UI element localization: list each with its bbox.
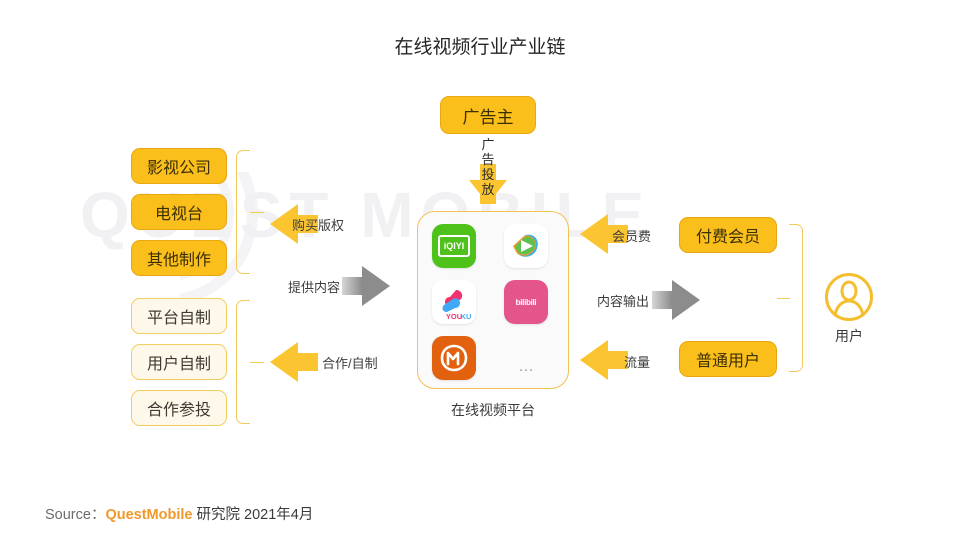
source-brand: QuestMobile xyxy=(105,507,193,523)
downstream-box-ordinary-user-label: 普通用户 xyxy=(695,353,760,370)
platform-caption: 在线视频平台 xyxy=(451,402,535,418)
upstream-box-user-self-made-label: 用户自制 xyxy=(146,356,211,373)
arrow-coop-self-made-label: 合作/自制 xyxy=(322,356,378,371)
bracket-downstream-group-stem xyxy=(777,298,790,299)
arrow-content-output-label: 内容输出 xyxy=(597,294,650,309)
user-caption: 用户 xyxy=(835,328,863,344)
arrow-provide-content-label: 提供内容 xyxy=(288,280,341,295)
bracket-self-made-group-stem xyxy=(250,362,264,363)
arrow-buy-copyright-label: 购买版权 xyxy=(292,218,345,233)
online-video-platform-panel: iQIYI YOU KU bilibili xyxy=(417,211,569,389)
bilibili-app-icon[interactable]: bilibili xyxy=(504,280,548,324)
bracket-licensed-group xyxy=(236,150,250,274)
upstream-box-coop-investment[interactable]: 合作参投 xyxy=(131,390,227,426)
more-apps-placeholder: … xyxy=(518,358,534,375)
arrow-content-output-icon xyxy=(652,280,700,320)
youku-app-icon[interactable]: YOU KU xyxy=(432,280,476,324)
user-avatar-icon xyxy=(824,272,874,322)
upstream-box-platform-self-made-label: 平台自制 xyxy=(146,310,211,327)
upstream-box-user-self-made[interactable]: 用户自制 xyxy=(131,344,227,380)
source-suffix: 研究院 2021年4月 xyxy=(192,507,314,523)
upstream-box-other-production[interactable]: 其他制作 xyxy=(131,240,227,276)
source-footer: Source：QuestMobile 研究院 2021年4月 xyxy=(45,503,313,524)
svg-text:KU: KU xyxy=(461,312,472,321)
advertiser-box[interactable]: 广告主 xyxy=(440,96,536,134)
platform-app-grid: iQIYI YOU KU bilibili xyxy=(432,224,556,380)
bracket-downstream-group xyxy=(789,224,803,372)
youku-glyph: YOU KU xyxy=(442,290,472,321)
upstream-box-film-company[interactable]: 影视公司 xyxy=(131,148,227,184)
downstream-box-ordinary-user[interactable]: 普通用户 xyxy=(679,341,777,377)
iqiyi-app-icon[interactable]: iQIYI xyxy=(432,224,476,268)
upstream-box-tv-station[interactable]: 电视台 xyxy=(131,194,227,230)
bracket-self-made-group xyxy=(236,300,250,424)
arrow-coop-self-made-icon xyxy=(270,342,318,382)
mango-tv-app-icon[interactable] xyxy=(432,336,476,380)
page-title: 在线视频行业产业链 xyxy=(394,37,566,58)
arrow-buy-copyright-icon xyxy=(270,204,318,244)
svg-text:YOU: YOU xyxy=(446,312,462,321)
upstream-box-tv-station-label: 电视台 xyxy=(154,206,203,223)
advertiser-box-label: 广告主 xyxy=(462,107,514,127)
upstream-box-platform-self-made[interactable]: 平台自制 xyxy=(131,298,227,334)
arrow-provide-content-icon xyxy=(342,266,390,306)
tencent-video-app-icon[interactable] xyxy=(504,224,548,268)
arrow-ad-placement-icon xyxy=(469,164,507,204)
downstream-box-paid-member-label: 付费会员 xyxy=(695,229,760,246)
mango-glyph xyxy=(440,344,468,372)
downstream-box-paid-member[interactable]: 付费会员 xyxy=(679,217,777,253)
arrow-traffic-icon xyxy=(580,340,628,380)
source-prefix: Source： xyxy=(45,507,106,523)
arrow-ad-placement-label: 广告投放 xyxy=(481,137,495,197)
tencent-play-glyph xyxy=(513,234,538,257)
upstream-box-coop-investment-label: 合作参投 xyxy=(146,402,211,419)
arrow-membership-fee-label: 会员费 xyxy=(612,229,652,244)
upstream-box-film-company-label: 影视公司 xyxy=(146,160,211,177)
arrow-traffic-label: 流量 xyxy=(624,355,651,370)
upstream-box-other-production-label: 其他制作 xyxy=(146,252,211,269)
iqiyi-app-icon-label: iQIYI xyxy=(438,235,470,257)
bracket-licensed-group-stem xyxy=(250,212,264,213)
bilibili-app-icon-label: bilibili xyxy=(515,297,537,307)
arrow-membership-fee-icon xyxy=(580,214,628,254)
